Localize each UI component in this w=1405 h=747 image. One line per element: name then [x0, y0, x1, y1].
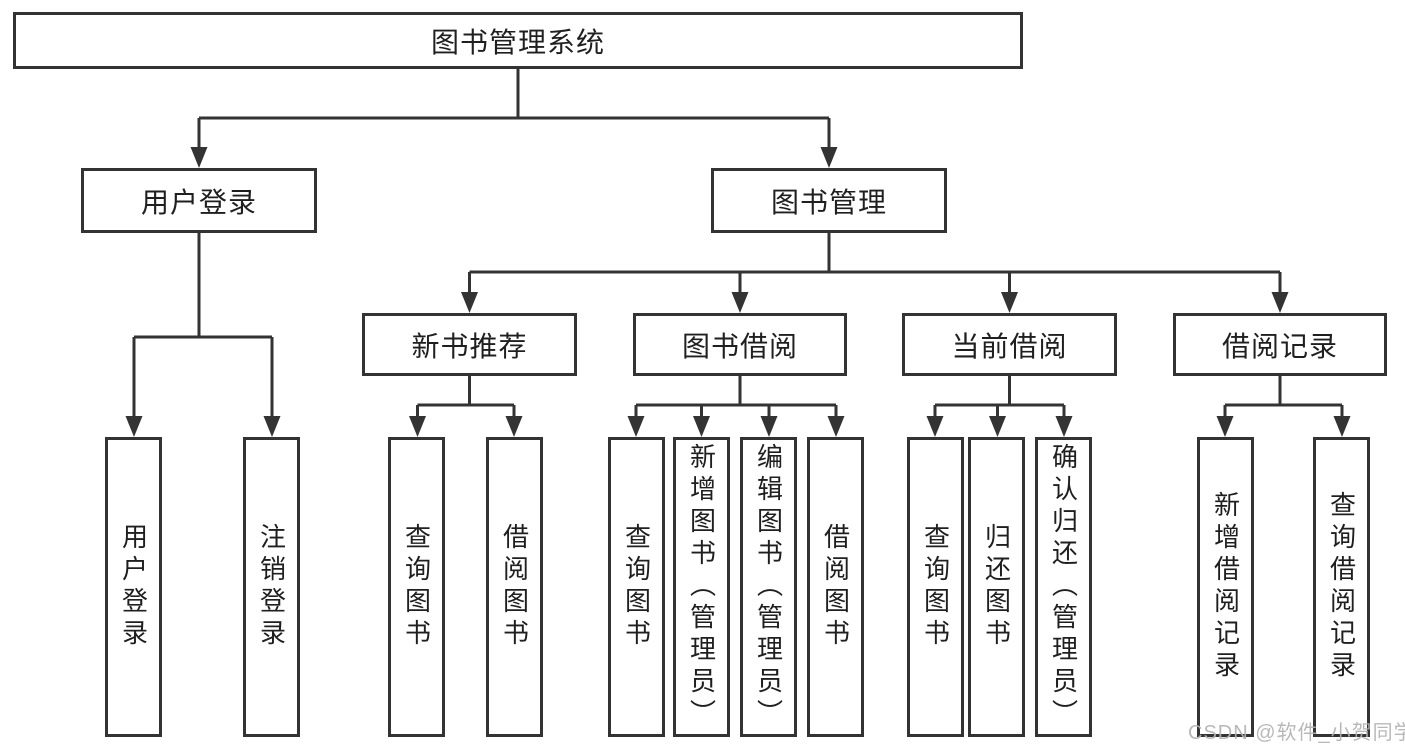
leaf-edit-book-admin: 编辑图书（管理员）	[740, 437, 797, 737]
leaf-add-borrow-record-label: 新增借阅记录	[1210, 491, 1241, 683]
leaf-edit-book-admin-label: 编辑图书（管理员）	[753, 443, 784, 731]
leaf-logout: 注销登录	[243, 437, 300, 737]
connector-new-book-branch	[416, 376, 516, 419]
connector-book-management-branch	[468, 233, 1282, 295]
leaf-borrow-books: 借阅图书	[807, 437, 864, 737]
leaf-add-book-admin-label: 新增图书（管理员）	[686, 443, 717, 731]
leaf-user-login: 用户登录	[105, 437, 162, 737]
node-current-borrowing: 当前借阅	[902, 313, 1117, 376]
connector-current-borrow-branch	[933, 376, 1066, 419]
node-borrowing-records: 借阅记录	[1173, 313, 1387, 376]
node-new-book-recommend: 新书推荐	[362, 313, 577, 376]
leaf-query-books-current-label: 查询图书	[920, 523, 951, 651]
node-book-management: 图书管理	[711, 168, 947, 233]
node-library-management-system: 图书管理系统	[13, 12, 1023, 69]
leaf-confirm-return-admin: 确认归还（管理员）	[1035, 437, 1092, 737]
leaf-query-books-borrowing: 查询图书	[608, 437, 665, 737]
leaf-query-borrow-record-label: 查询借阅记录	[1326, 491, 1357, 683]
leaf-logout-label: 注销登录	[256, 523, 287, 651]
leaf-add-book-admin: 新增图书（管理员）	[673, 437, 730, 737]
leaf-query-books-borrowing-label: 查询图书	[621, 523, 652, 651]
leaf-return-book: 归还图书	[968, 437, 1025, 737]
leaf-query-borrow-record: 查询借阅记录	[1313, 437, 1370, 737]
connector-user-login-branch	[132, 233, 274, 419]
leaf-query-books-recommend-label: 查询图书	[401, 523, 432, 651]
node-book-borrowing: 图书借阅	[633, 313, 847, 376]
connector-borrow-records-branch	[1223, 376, 1344, 419]
arrowheads	[125, 147, 1351, 437]
connector-book-borrow-branch	[634, 376, 838, 419]
leaf-confirm-return-admin-label: 确认归还（管理员）	[1048, 443, 1079, 731]
leaf-add-borrow-record: 新增借阅记录	[1197, 437, 1254, 737]
node-user-login: 用户登录	[81, 168, 317, 233]
leaf-return-book-label: 归还图书	[981, 523, 1012, 651]
connector-root-branch	[197, 69, 831, 150]
leaf-query-books-current: 查询图书	[907, 437, 964, 737]
leaf-user-login-label: 用户登录	[118, 523, 149, 651]
watermark-text: CSDN @软件_小贺同学	[1188, 722, 1405, 744]
leaf-borrow-books-recommend: 借阅图书	[486, 437, 543, 737]
leaf-borrow-books-label: 借阅图书	[820, 523, 851, 651]
leaf-query-books-recommend: 查询图书	[388, 437, 445, 737]
leaf-borrow-books-recommend-label: 借阅图书	[499, 523, 530, 651]
